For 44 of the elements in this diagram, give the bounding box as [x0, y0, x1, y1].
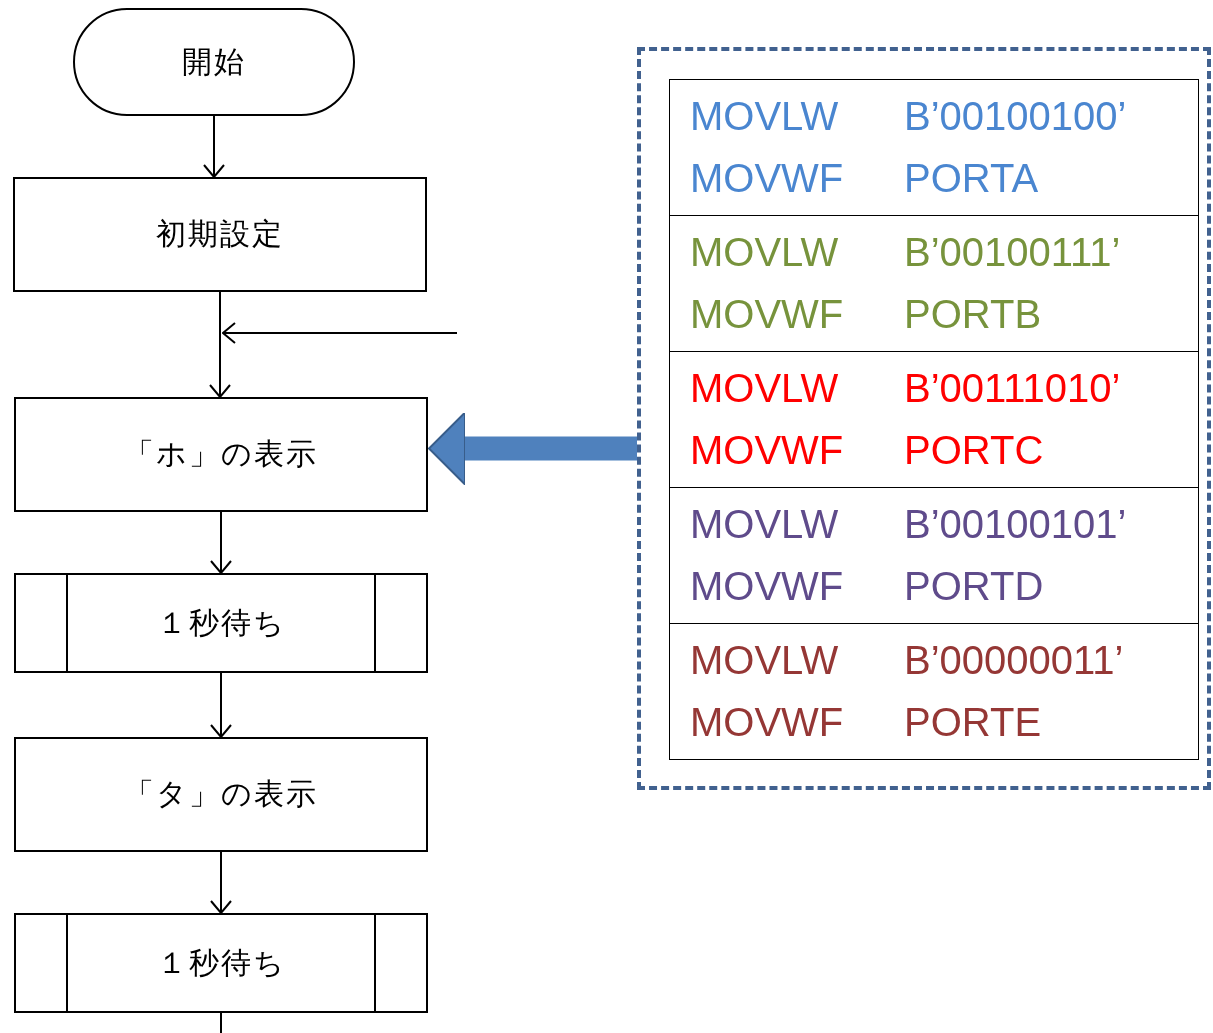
code-text: PORTB	[904, 291, 1043, 337]
node-label: １秒待ち	[156, 943, 286, 982]
arrow	[210, 851, 232, 914]
code-text: MOVLW	[690, 94, 840, 140]
code-text: MOVLW	[690, 230, 840, 276]
code-text: B’00100100’	[904, 94, 1128, 140]
arrow	[210, 511, 232, 574]
code-text: PORTD	[904, 563, 1045, 609]
node-label: １秒待ち	[156, 603, 286, 642]
code-text: MOVWF	[690, 563, 845, 609]
code-row	[669, 487, 1199, 624]
code-text: B’00100111’	[904, 230, 1122, 276]
subroutine-box	[14, 913, 428, 1013]
code-text: PORTA	[904, 155, 1040, 201]
node-label: 「ホ」の表示	[124, 435, 318, 473]
process-box	[13, 177, 427, 292]
arrow	[222, 322, 458, 344]
code-text: MOVWF	[690, 699, 845, 745]
code-text: B’00111010’	[904, 366, 1122, 412]
code-text: MOVWF	[690, 427, 845, 473]
arrow	[209, 291, 231, 398]
node-label: 初期設定	[156, 215, 284, 253]
code-row	[669, 623, 1199, 760]
arrow	[210, 672, 232, 738]
code-text: MOVWF	[690, 291, 845, 337]
process-box	[14, 397, 428, 512]
code-row	[669, 351, 1199, 488]
code-text: PORTE	[904, 699, 1043, 745]
code-text: B’00000011’	[904, 638, 1125, 684]
code-text: MOVLW	[690, 638, 840, 684]
code-text: MOVWF	[690, 155, 845, 201]
code-text: MOVLW	[690, 366, 840, 412]
code-text: MOVLW	[690, 502, 840, 548]
block-arrow	[428, 411, 637, 486]
subroutine-box	[14, 573, 428, 673]
process-box	[14, 737, 428, 852]
code-text: PORTC	[904, 427, 1045, 473]
code-text: B’00100101’	[904, 502, 1128, 548]
node-label: 「タ」の表示	[124, 775, 318, 813]
code-row	[669, 79, 1199, 216]
code-row	[669, 215, 1199, 352]
arrow	[203, 115, 225, 178]
node-label: 開始	[182, 42, 246, 81]
dashed-group-box	[637, 47, 1211, 790]
